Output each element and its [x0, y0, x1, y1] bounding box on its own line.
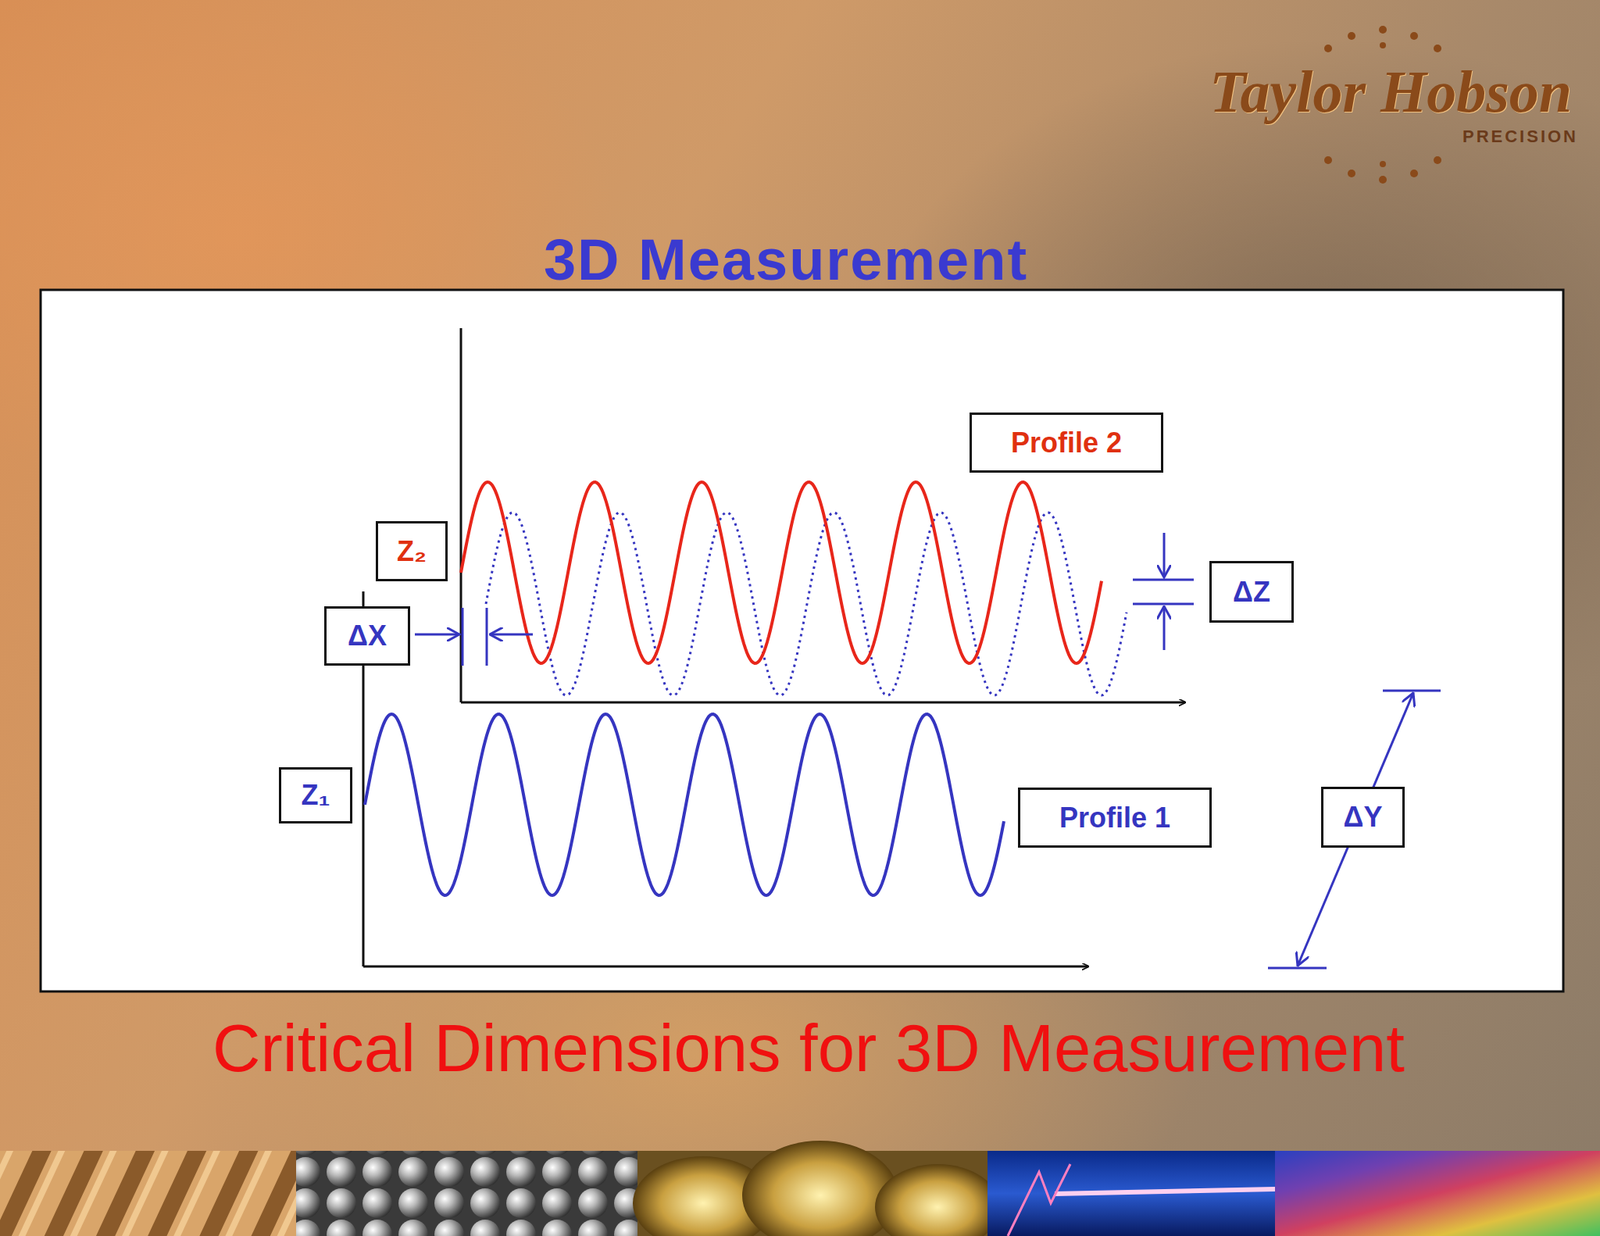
title: 3D Measurement: [543, 226, 1029, 293]
caption: Critical Dimensions for 3D Measurement: [212, 1010, 1405, 1087]
label-box: ΔZ: [1209, 560, 1294, 623]
logo-name: Taylor Hobson: [1209, 57, 1572, 126]
box-label: ΔZ: [1232, 578, 1271, 607]
image-strip: [0, 1140, 1600, 1236]
label-box: Z₁: [278, 767, 353, 824]
box-label: Profile 2: [1010, 428, 1122, 458]
box-label: ΔY: [1343, 803, 1383, 832]
label-box: Profile 2: [969, 412, 1164, 473]
profile-1-curve: [364, 714, 1004, 896]
label-box: Profile 1: [1017, 787, 1212, 848]
profile-2-curve: [460, 482, 1102, 664]
label-box: ΔX: [324, 606, 411, 666]
box-label: Z₁: [301, 781, 331, 810]
delta-y-dimension: [1267, 690, 1441, 968]
label-box: ΔY: [1321, 786, 1405, 848]
diagram-frame: [40, 289, 1564, 992]
label-box: Z₂: [375, 521, 448, 582]
axes: [363, 328, 1186, 967]
delta-z-dimension: [1132, 532, 1194, 650]
shifted-profile: [485, 512, 1127, 696]
box-label: Profile 1: [1059, 803, 1171, 833]
box-label: Z₂: [396, 537, 427, 566]
delta-x-dimension: [414, 607, 533, 666]
logo-subtitle: PRECISION: [1462, 126, 1579, 147]
box-label: ΔX: [347, 621, 387, 650]
